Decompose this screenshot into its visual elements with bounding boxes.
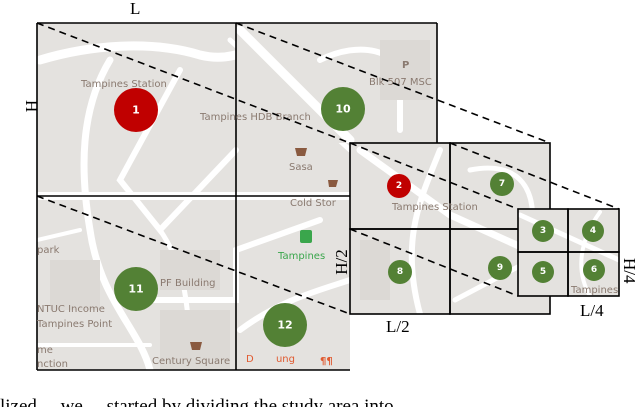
projection-line xyxy=(36,22,351,144)
map-label-tampines-mrt: Tampines xyxy=(277,251,325,262)
map-label-hdb-branch: Tampines HDB Branch xyxy=(199,112,311,123)
map-label-nction: nction xyxy=(37,359,68,370)
dimension-label-L: L xyxy=(130,0,140,18)
restaurant-icon: ¶¶ xyxy=(320,356,333,367)
marker-11: 11 xyxy=(114,267,158,311)
map-label-restaurant: D ung xyxy=(246,354,295,365)
svg-text:2: 2 xyxy=(396,181,402,191)
map-label-me: me xyxy=(37,345,53,356)
marker-1: 1 xyxy=(114,88,158,132)
svg-text:10: 10 xyxy=(335,103,351,116)
projection-line xyxy=(349,142,519,210)
map-label-tampines-station-zoom: Tampines Station xyxy=(391,202,478,213)
dimension-label-H4: H/4 xyxy=(620,258,639,284)
marker-9: 9 xyxy=(488,256,512,280)
svg-text:7: 7 xyxy=(499,179,505,189)
mrt-station-icon xyxy=(300,230,312,243)
marker-4: 4 xyxy=(582,220,604,242)
svg-text:6: 6 xyxy=(591,265,597,275)
map-label-century-square: Century Square xyxy=(152,356,230,367)
dimension-label-H2: H/2 xyxy=(332,249,351,275)
marker-5: 5 xyxy=(532,261,554,283)
svg-text:12: 12 xyxy=(277,319,292,332)
svg-text:8: 8 xyxy=(397,267,403,277)
marker-10: 10 xyxy=(321,87,365,131)
projection-line xyxy=(36,195,351,315)
map-level-L4: 3 4 5 6 Tampines xyxy=(517,208,620,297)
marker-12: 12 xyxy=(263,303,307,347)
map-level-L: Tampines Station Tampines HDB Branch Sas… xyxy=(36,22,438,371)
map-label-tampines-zoom: Tampines xyxy=(570,285,618,296)
marker-6: 6 xyxy=(583,259,605,281)
svg-text:4: 4 xyxy=(590,226,596,236)
svg-text:3: 3 xyxy=(540,226,546,236)
map-label-pf-building: PF Building xyxy=(160,278,216,289)
caption-fragment: lized ... we ... started by dividing the… xyxy=(0,396,394,407)
map-label-park: park xyxy=(37,245,60,256)
parking-icon: P xyxy=(402,60,409,71)
map-label-tampines-point: Tampines Point xyxy=(36,319,112,330)
dimension-label-H: H xyxy=(22,100,41,112)
svg-text:9: 9 xyxy=(497,263,503,273)
map-label-ntuc: NTUC Income xyxy=(37,304,105,315)
shopping-basket-icon xyxy=(190,342,202,350)
shopping-basket-icon xyxy=(295,148,307,156)
svg-text:11: 11 xyxy=(128,283,143,296)
shopping-cart-icon xyxy=(328,180,338,187)
map-label-sasa: Sasa xyxy=(289,162,313,173)
svg-text:5: 5 xyxy=(540,267,546,277)
map-label-blk507: Blk 507 MSC xyxy=(369,77,432,88)
marker-7: 7 xyxy=(490,172,514,196)
svg-text:1: 1 xyxy=(132,104,140,117)
projection-line xyxy=(235,22,551,144)
projection-line xyxy=(449,142,620,210)
map-label-cold-storage: Cold Stor xyxy=(290,198,337,209)
dimension-label-L4: L/4 xyxy=(580,301,604,320)
marker-8: 8 xyxy=(388,260,412,284)
map-level-L2: Tampines Station 2 7 8 9 xyxy=(349,142,551,315)
map-label-tampines-station: Tampines Station xyxy=(80,79,167,90)
projection-line xyxy=(349,228,519,297)
marker-3: 3 xyxy=(532,220,554,242)
dimension-label-L2: L/2 xyxy=(386,317,410,336)
marker-2: 2 xyxy=(387,174,411,198)
